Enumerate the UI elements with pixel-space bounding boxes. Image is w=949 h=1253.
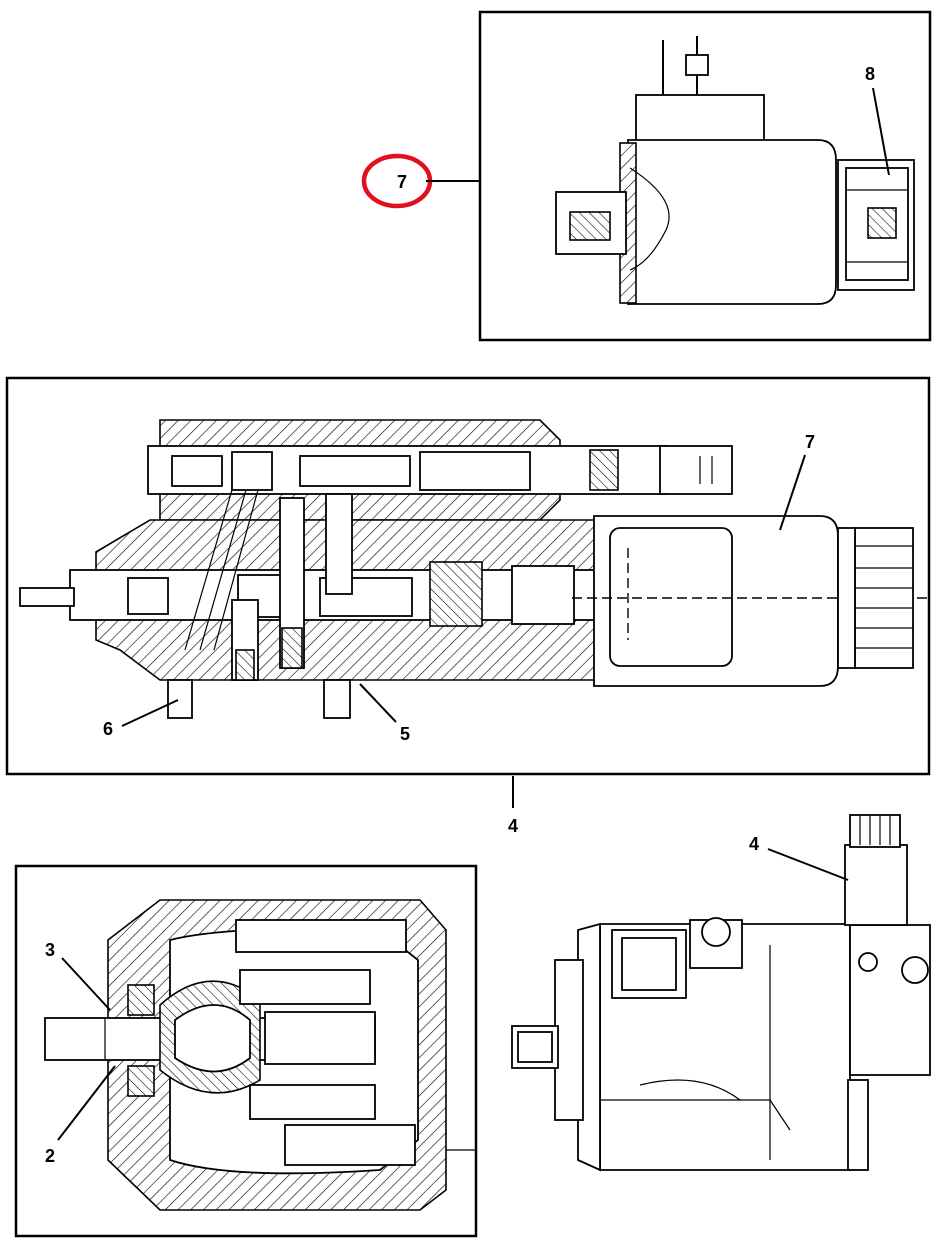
pump-exterior-view: [511, 814, 931, 1172]
callout-8: 8: [865, 64, 890, 176]
leader-line: [61, 957, 111, 1011]
callout-label: 5: [400, 724, 410, 744]
leader-line: [779, 454, 806, 531]
callout-label: 3: [45, 940, 55, 960]
callout-4-center: 4: [508, 776, 518, 836]
callout-7: 7: [779, 432, 815, 531]
callout-label: 8: [865, 64, 875, 84]
leader-line: [767, 848, 849, 881]
callout-label: 2: [45, 1146, 55, 1166]
solenoid-detail-panel: [478, 10, 932, 342]
callout-3: 3: [45, 940, 111, 1011]
callout-7-highlighted: 7: [361, 153, 480, 209]
leader-line: [872, 87, 890, 176]
callout-6: 6: [103, 699, 179, 739]
pump-section-panel: [14, 864, 478, 1238]
callout-label: 4: [508, 816, 518, 836]
leader-line: [121, 699, 179, 727]
callout-label: 6: [103, 719, 113, 739]
callout-5: 5: [359, 683, 410, 744]
callout-label: 4: [749, 834, 759, 854]
leader-line: [57, 1065, 116, 1141]
callout-2: 2: [45, 1065, 116, 1166]
callout-4-exterior: 4: [749, 834, 849, 881]
callout-label: 7: [805, 432, 815, 452]
callout-label: 7: [397, 172, 407, 192]
control-valve-section-panel: [5, 376, 931, 776]
leader-line: [359, 683, 397, 723]
